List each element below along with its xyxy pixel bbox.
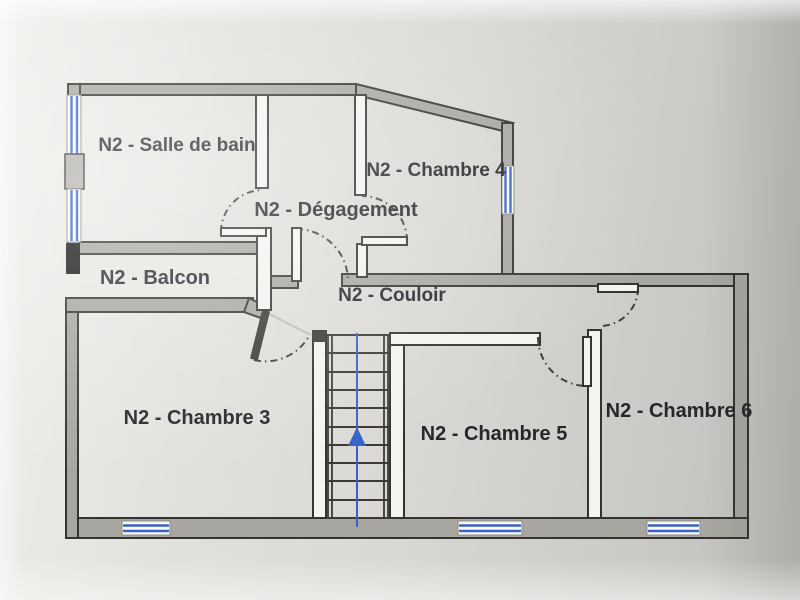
room-salle-de-bain (80, 95, 256, 242)
wall-degagement-chambre4 (354, 94, 367, 196)
window-salle-de-bain-upper (66, 94, 82, 156)
window-sill-block (64, 153, 85, 190)
room-label-salle-de-bain: N2 - Salle de bain (98, 135, 255, 156)
stairwell-corner-block (313, 331, 326, 342)
door-leaf-chambre-5 (582, 336, 592, 387)
wall-top (67, 83, 357, 96)
door-leaf-degagement (291, 227, 302, 282)
wall-left-lower (65, 297, 79, 539)
wall-chambre5-top (389, 332, 541, 346)
wall-salle-de-bain-bottom (78, 241, 259, 255)
staircase (327, 333, 389, 527)
wall-stairwell-left (312, 330, 327, 519)
room-label-chambre-3: N2 - Chambre 3 (124, 407, 271, 429)
wall-top-diagonal (355, 82, 516, 133)
room-degagement (268, 95, 355, 274)
window-salle-de-bain-lower (66, 188, 82, 243)
window-chambre-3 (121, 520, 171, 536)
balcony-pillar (66, 243, 80, 274)
wall-chambre4-door-stub (356, 243, 368, 278)
room-label-chambre-5: N2 - Chambre 5 (421, 423, 568, 445)
wall-chambre3-top (65, 297, 254, 313)
stairs-up-arrow-icon (348, 427, 366, 446)
room-label-balcon: N2 - Balcon (100, 267, 210, 289)
room-label-chambre-6: N2 - Chambre 6 (606, 400, 753, 422)
wall-balcon-degagement (256, 227, 272, 311)
door-leaf-salle-de-bain (220, 227, 267, 237)
wall-chambre5-left (389, 332, 405, 519)
room-label-couloir: N2 - Couloir (338, 285, 446, 306)
room-label-degagement: N2 - Dégagement (254, 199, 418, 221)
wall-sdb-degagement (255, 94, 269, 189)
door-leaf-chambre-4 (361, 236, 408, 246)
window-chambre-5 (457, 520, 523, 536)
door-leaf-chambre-6 (597, 283, 639, 293)
room-label-chambre-4: N2 - Chambre 4 (366, 160, 506, 181)
window-chambre-6 (646, 520, 701, 536)
